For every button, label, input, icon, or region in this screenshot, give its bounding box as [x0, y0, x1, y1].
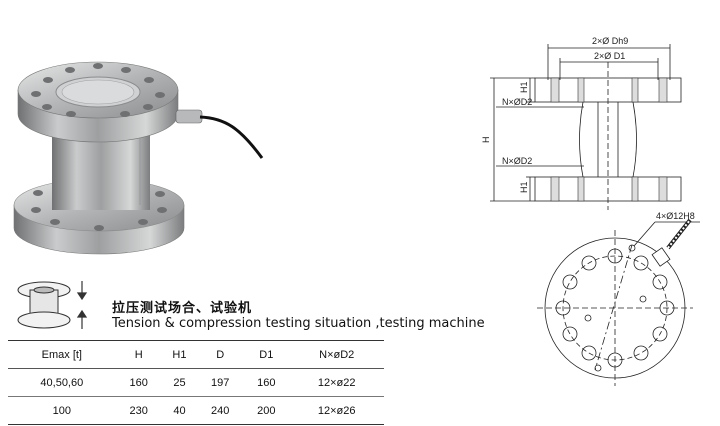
header-d1: D1	[259, 348, 274, 361]
spec-table: Emax [t] H H1 D D1 N×øD2 40,50,60 160 25…	[8, 340, 384, 425]
header-h1: H1	[172, 348, 187, 361]
cell-nd2: 12×ø26	[317, 404, 356, 417]
header-h: H	[134, 348, 143, 361]
caption-english: Tension & compression testing situation …	[112, 316, 485, 331]
cell-h: 160	[129, 376, 148, 389]
cell-d: 197	[211, 376, 230, 389]
cell-h1: 25	[173, 376, 186, 389]
table-header-row: Emax [t] H H1 D D1 N×øD2	[8, 340, 384, 369]
caption-chinese: 拉压测试场合、试验机	[112, 301, 253, 316]
header-nd2: N×øD2	[319, 348, 355, 361]
cell-h1: 40	[173, 404, 186, 417]
label-h1-top: H1	[519, 81, 529, 93]
cell-h: 230	[129, 404, 148, 417]
table-row: 100 230 40 240 200 12×ø26	[8, 397, 384, 425]
table-row: 40,50,60 160 25 197 160 12×ø22	[8, 369, 384, 397]
label-dh9: 2×Ø Dh9	[592, 36, 628, 46]
label-bolt: 4×Ø12H8	[656, 211, 695, 221]
cell-d: 240	[211, 404, 230, 417]
label-nd2-bottom: N×ØD2	[502, 156, 532, 166]
cell-d1: 160	[257, 376, 276, 389]
label-h: H	[481, 137, 491, 144]
cell-d1: 200	[257, 404, 276, 417]
label-nd2-top: N×ØD2	[502, 97, 532, 107]
cell-emax: 40,50,60	[40, 376, 84, 389]
label-h1-bottom: H1	[519, 181, 529, 193]
header-d: D	[216, 348, 225, 361]
cell-emax: 100	[52, 404, 71, 417]
cell-nd2: 12×ø22	[317, 376, 356, 389]
label-d1: 2×Ø D1	[594, 51, 625, 61]
header-emax: Emax [t]	[41, 348, 82, 361]
